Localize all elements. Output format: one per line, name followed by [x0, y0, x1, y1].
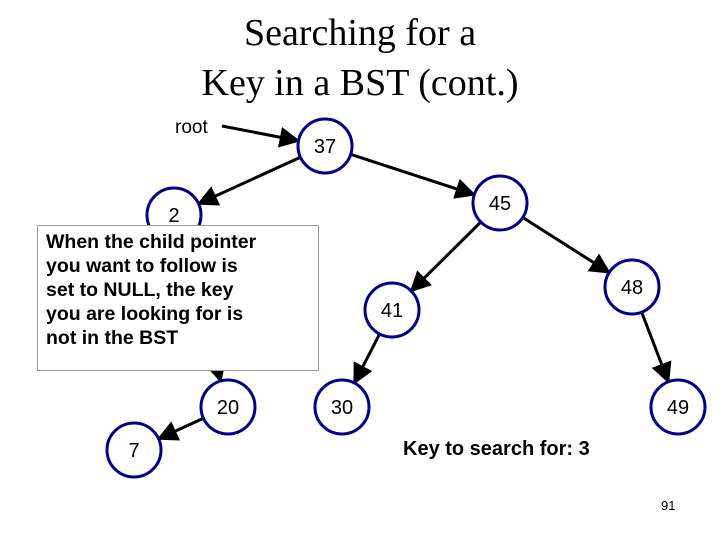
node-circle — [105, 421, 163, 479]
page-number: 91 — [661, 498, 676, 513]
edge-n37-to-n2 — [196, 155, 302, 206]
tree-node-30: 30 — [313, 378, 371, 436]
node-circle — [199, 378, 257, 436]
tree-node-20: 20 — [199, 378, 257, 436]
title-line-2: Key in a BST (cont.) — [201, 62, 519, 104]
node-label: 49 — [667, 397, 689, 419]
node-label: 2 — [168, 205, 179, 227]
search-key-label: Key to search for: 3 — [403, 438, 590, 460]
edge-root-to-n37 — [221, 124, 301, 148]
node-circle — [313, 378, 371, 436]
node-label: 45 — [489, 193, 511, 215]
null-pointer-callout: When the child pointer you want to follo… — [37, 225, 319, 371]
title-line-1: Searching for a — [243, 12, 477, 54]
tree-node-45: 45 — [471, 174, 529, 232]
node-label: 41 — [381, 300, 403, 322]
node-label: 7 — [128, 440, 139, 462]
edge-n41-to-n30 — [353, 333, 381, 385]
node-label: 20 — [217, 397, 239, 419]
node-circle — [649, 378, 707, 436]
tree-node-7: 7 — [105, 421, 163, 479]
tree-node-37: 37 — [296, 117, 354, 175]
edge-n45-to-n48 — [521, 216, 611, 274]
node-label: 37 — [314, 136, 336, 158]
edge-n45-to-n41 — [409, 220, 482, 293]
node-circle — [296, 117, 354, 175]
nodes-group: 37 2 45 41 48 20 30 49 7 — [105, 117, 707, 479]
tree-node-41: 41 — [363, 281, 421, 339]
node-circle — [471, 174, 529, 232]
tree-node-48: 48 — [603, 258, 661, 316]
tree-node-49: 49 — [649, 378, 707, 436]
root-label: root — [175, 117, 208, 138]
slide-title: Searching for a Key in a BST (cont.) — [0, 8, 720, 108]
node-circle — [363, 281, 421, 339]
edge-n20-to-n7 — [156, 416, 205, 441]
node-label: 48 — [621, 277, 643, 299]
node-label: 30 — [331, 397, 353, 419]
edge-n48-to-n49 — [640, 311, 672, 384]
node-circle — [603, 258, 661, 316]
edge-n37-to-n45 — [350, 152, 477, 199]
